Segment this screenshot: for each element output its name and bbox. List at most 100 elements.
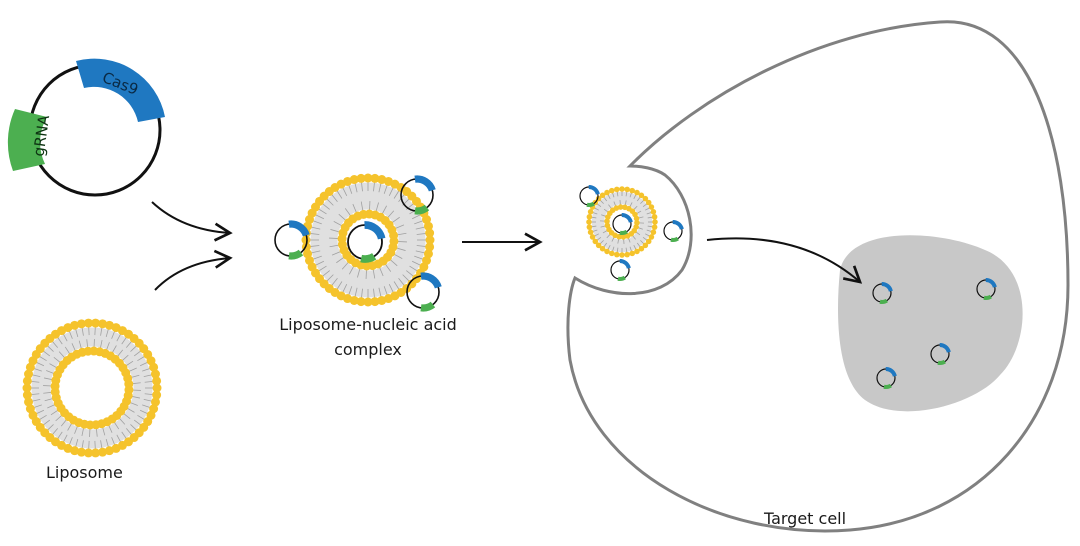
cas9-segment	[76, 58, 165, 122]
lipid-head	[650, 229, 657, 235]
lipid-head	[425, 235, 435, 245]
mini-plasmid	[976, 277, 997, 301]
lipid-head	[604, 189, 610, 196]
lipid-head	[24, 397, 34, 407]
lipid-head	[642, 242, 649, 249]
lipid-head	[619, 252, 625, 258]
bilayer-core	[31, 327, 153, 449]
lipid-head	[76, 319, 86, 329]
lipid-head	[586, 224, 593, 230]
lipid-head	[609, 250, 615, 257]
lipid-head	[83, 318, 93, 328]
mini-plasmid	[663, 219, 684, 243]
lipid-head	[586, 219, 592, 225]
lipid-head	[619, 186, 625, 192]
lipid-head	[638, 245, 645, 252]
lipid-head	[22, 376, 32, 386]
lipid-head	[24, 369, 34, 379]
mini-plasmid	[274, 220, 310, 260]
lipid-head	[599, 192, 606, 199]
lipid-head	[356, 297, 366, 307]
lipid-head	[356, 173, 366, 183]
target-cell-membrane	[566, 20, 1070, 533]
lipid-head	[70, 320, 80, 330]
liposome-label: Liposome	[46, 463, 123, 482]
lipid-head	[149, 362, 159, 372]
lipid-head	[645, 199, 652, 206]
lipid-head	[91, 448, 101, 458]
lipid-head	[645, 238, 652, 245]
lipid-head	[634, 248, 640, 255]
lipid-head	[363, 173, 373, 183]
lipid-head	[642, 195, 649, 202]
mini-plasmid	[872, 281, 893, 305]
bilayer-core	[310, 182, 426, 298]
lipid-head	[650, 209, 657, 215]
bilayer-core	[591, 191, 653, 253]
lipid-head	[389, 230, 399, 240]
lipid-head	[595, 242, 602, 249]
lipid-head	[634, 189, 640, 196]
mini-plasmid	[930, 342, 951, 366]
plasmid: Cas9 gRNA	[7, 58, 165, 197]
lipid-head	[604, 222, 611, 229]
lipid-head	[363, 297, 373, 307]
lipid-head	[634, 219, 640, 226]
lipid-head	[98, 447, 108, 457]
lipid-head	[377, 295, 387, 305]
lipid-head	[604, 218, 610, 225]
lipid-head	[620, 234, 627, 240]
lipid-head	[587, 229, 594, 235]
lipid-head	[152, 383, 162, 393]
lipid-head	[609, 187, 615, 194]
endocytosed-plasmids	[579, 184, 684, 282]
liposome	[22, 318, 162, 458]
lipid-head	[370, 173, 380, 183]
complex-liposome	[301, 173, 435, 307]
lipid-head	[633, 215, 640, 222]
arrow-into-nucleus	[706, 237, 863, 284]
mini-plasmid	[876, 366, 897, 390]
grna-label: gRNA	[30, 113, 54, 157]
lipid-head	[423, 221, 433, 231]
mini-plasmid	[406, 272, 442, 312]
lipid-head	[587, 209, 594, 215]
lipid-head	[614, 186, 620, 193]
lipid-head	[152, 376, 162, 386]
lipid-head	[599, 245, 606, 252]
lipid-head	[651, 214, 658, 220]
lipid-head	[22, 383, 32, 393]
lipid-head	[349, 175, 359, 185]
lipid-head	[629, 187, 635, 194]
lipid-head	[604, 248, 610, 255]
grna-segment	[7, 109, 48, 171]
nucleus	[838, 235, 1023, 412]
lipid-head	[586, 214, 593, 220]
lipid-head	[629, 250, 635, 257]
lipid-head	[76, 447, 86, 457]
mini-plasmid	[347, 221, 386, 263]
lipid-head	[425, 228, 435, 238]
lipid-head	[25, 404, 35, 414]
target-cell-label: Target cell	[763, 509, 846, 528]
arrow-liposome-to-complex	[154, 249, 233, 291]
lipid-head	[652, 219, 658, 225]
lipid-head	[617, 204, 624, 210]
lipid-head	[104, 446, 114, 456]
lipid-head	[614, 251, 620, 258]
lipid-head	[303, 249, 313, 259]
lipid-head	[150, 369, 160, 379]
lipid-head	[624, 186, 630, 193]
lipid-head	[589, 234, 596, 240]
endocytosed-liposome	[586, 186, 658, 258]
lipid-head	[91, 318, 101, 328]
lipid-head	[425, 242, 435, 252]
lipid-head	[592, 238, 599, 245]
lipid-head	[22, 390, 32, 400]
lipid-head	[150, 397, 160, 407]
lipid-head	[301, 235, 311, 245]
mini-plasmid	[610, 258, 631, 282]
lipid-head	[648, 204, 655, 210]
lipid-head	[124, 379, 134, 389]
